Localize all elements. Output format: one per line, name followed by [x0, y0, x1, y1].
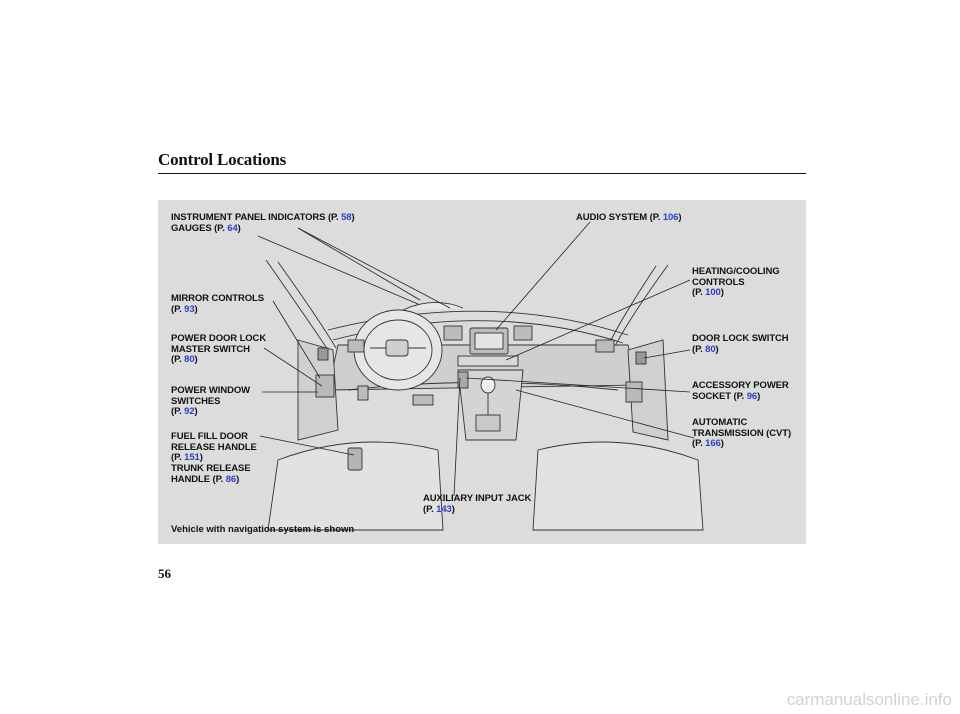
dashboard-illustration — [257, 221, 704, 531]
label-text: (P. — [692, 438, 706, 449]
label-power-door-lock: POWER DOOR LOCK MASTER SWITCH (P. 80) — [171, 333, 267, 365]
page-number: 56 — [158, 566, 171, 581]
label-text: AUXILIARY INPUT JACK — [423, 493, 532, 504]
label-fuel-fill-door: FUEL FILL DOOR RELEASE HANDLE (P. 151) — [171, 431, 257, 463]
page-link[interactable]: 58 — [341, 212, 352, 223]
label-accessory-socket: ACCESSORY POWER SOCKET (P. 96) — [692, 380, 789, 402]
label-door-lock-switch: DOOR LOCK SWITCH (P. 80) — [692, 333, 789, 355]
label-text: (P. — [171, 406, 185, 417]
label-text: INSTRUMENT PANEL INDICATORS (P. — [171, 212, 342, 223]
diagram-caption: Vehicle with navigation system is shown — [171, 524, 355, 535]
label-text: (P. — [692, 287, 706, 298]
label-instrument-panel: INSTRUMENT PANEL INDICATORS (P. 58) GAUG… — [171, 212, 355, 234]
label-text: DOOR LOCK SWITCH — [692, 333, 789, 344]
page-link[interactable]: 64 — [227, 222, 238, 234]
label-text: POWER WINDOW — [171, 385, 251, 396]
label-text: SOCKET (P. — [692, 390, 747, 402]
label-text: MIRROR CONTROLS — [171, 293, 264, 304]
page-link[interactable]: 96 — [746, 390, 758, 402]
page-link[interactable]: 151 — [184, 452, 200, 463]
label-audio-system: AUDIO SYSTEM (P. 106) — [576, 212, 682, 223]
page-link[interactable]: 92 — [184, 406, 195, 417]
label-mirror-controls: MIRROR CONTROLS (P. 93) — [171, 293, 264, 315]
label-heating-cooling: HEATING/COOLING CONTROLS (P. 100) — [692, 266, 780, 298]
page-link[interactable]: 80 — [184, 354, 195, 365]
label-automatic-transmission: AUTOMATIC TRANSMISSION (CVT) (P. 166) — [692, 417, 792, 449]
label-text: RELEASE HANDLE — [171, 441, 257, 453]
label-text: HEATING/COOLING — [692, 266, 780, 277]
label-text: CONTROLS — [692, 276, 745, 288]
label-text: HANDLE (P. — [171, 473, 226, 485]
label-text: FUEL FILL DOOR — [171, 431, 248, 442]
label-text: (P. — [423, 503, 437, 515]
label-text: ACCESSORY POWER — [692, 380, 789, 391]
page-link[interactable]: 93 — [184, 303, 195, 315]
page-link[interactable]: 80 — [705, 343, 716, 355]
label-auxiliary-input: AUXILIARY INPUT JACK (P. 143) — [423, 493, 532, 515]
page-link[interactable]: 86 — [225, 473, 237, 485]
label-text: MASTER SWITCH — [171, 343, 250, 355]
label-text: (P. — [171, 452, 185, 463]
label-power-window: POWER WINDOW SWITCHES (P. 92) — [171, 385, 251, 417]
label-text: AUTOMATIC — [692, 417, 748, 428]
page-link[interactable]: 106 — [662, 212, 679, 223]
label-text: TRANSMISSION (CVT) — [692, 427, 792, 439]
page-link[interactable]: 100 — [705, 287, 721, 298]
label-trunk-release: TRUNK RELEASE HANDLE (P. 86) — [171, 463, 251, 485]
label-text: TRUNK RELEASE — [171, 463, 251, 474]
page-link[interactable]: 166 — [705, 438, 721, 449]
label-text: (P. — [171, 354, 185, 365]
title-rule — [158, 173, 806, 174]
label-text: (P. — [171, 303, 185, 315]
page-link[interactable]: 143 — [436, 503, 452, 515]
watermark: carmanualsonline.info — [786, 690, 952, 709]
label-text: POWER DOOR LOCK — [171, 333, 267, 344]
label-text: (P. — [692, 343, 706, 355]
page-title: Control Locations — [158, 150, 287, 169]
label-text: AUDIO SYSTEM (P. — [576, 212, 663, 223]
label-text: GAUGES (P. — [171, 222, 228, 234]
label-text: SWITCHES — [171, 395, 221, 407]
